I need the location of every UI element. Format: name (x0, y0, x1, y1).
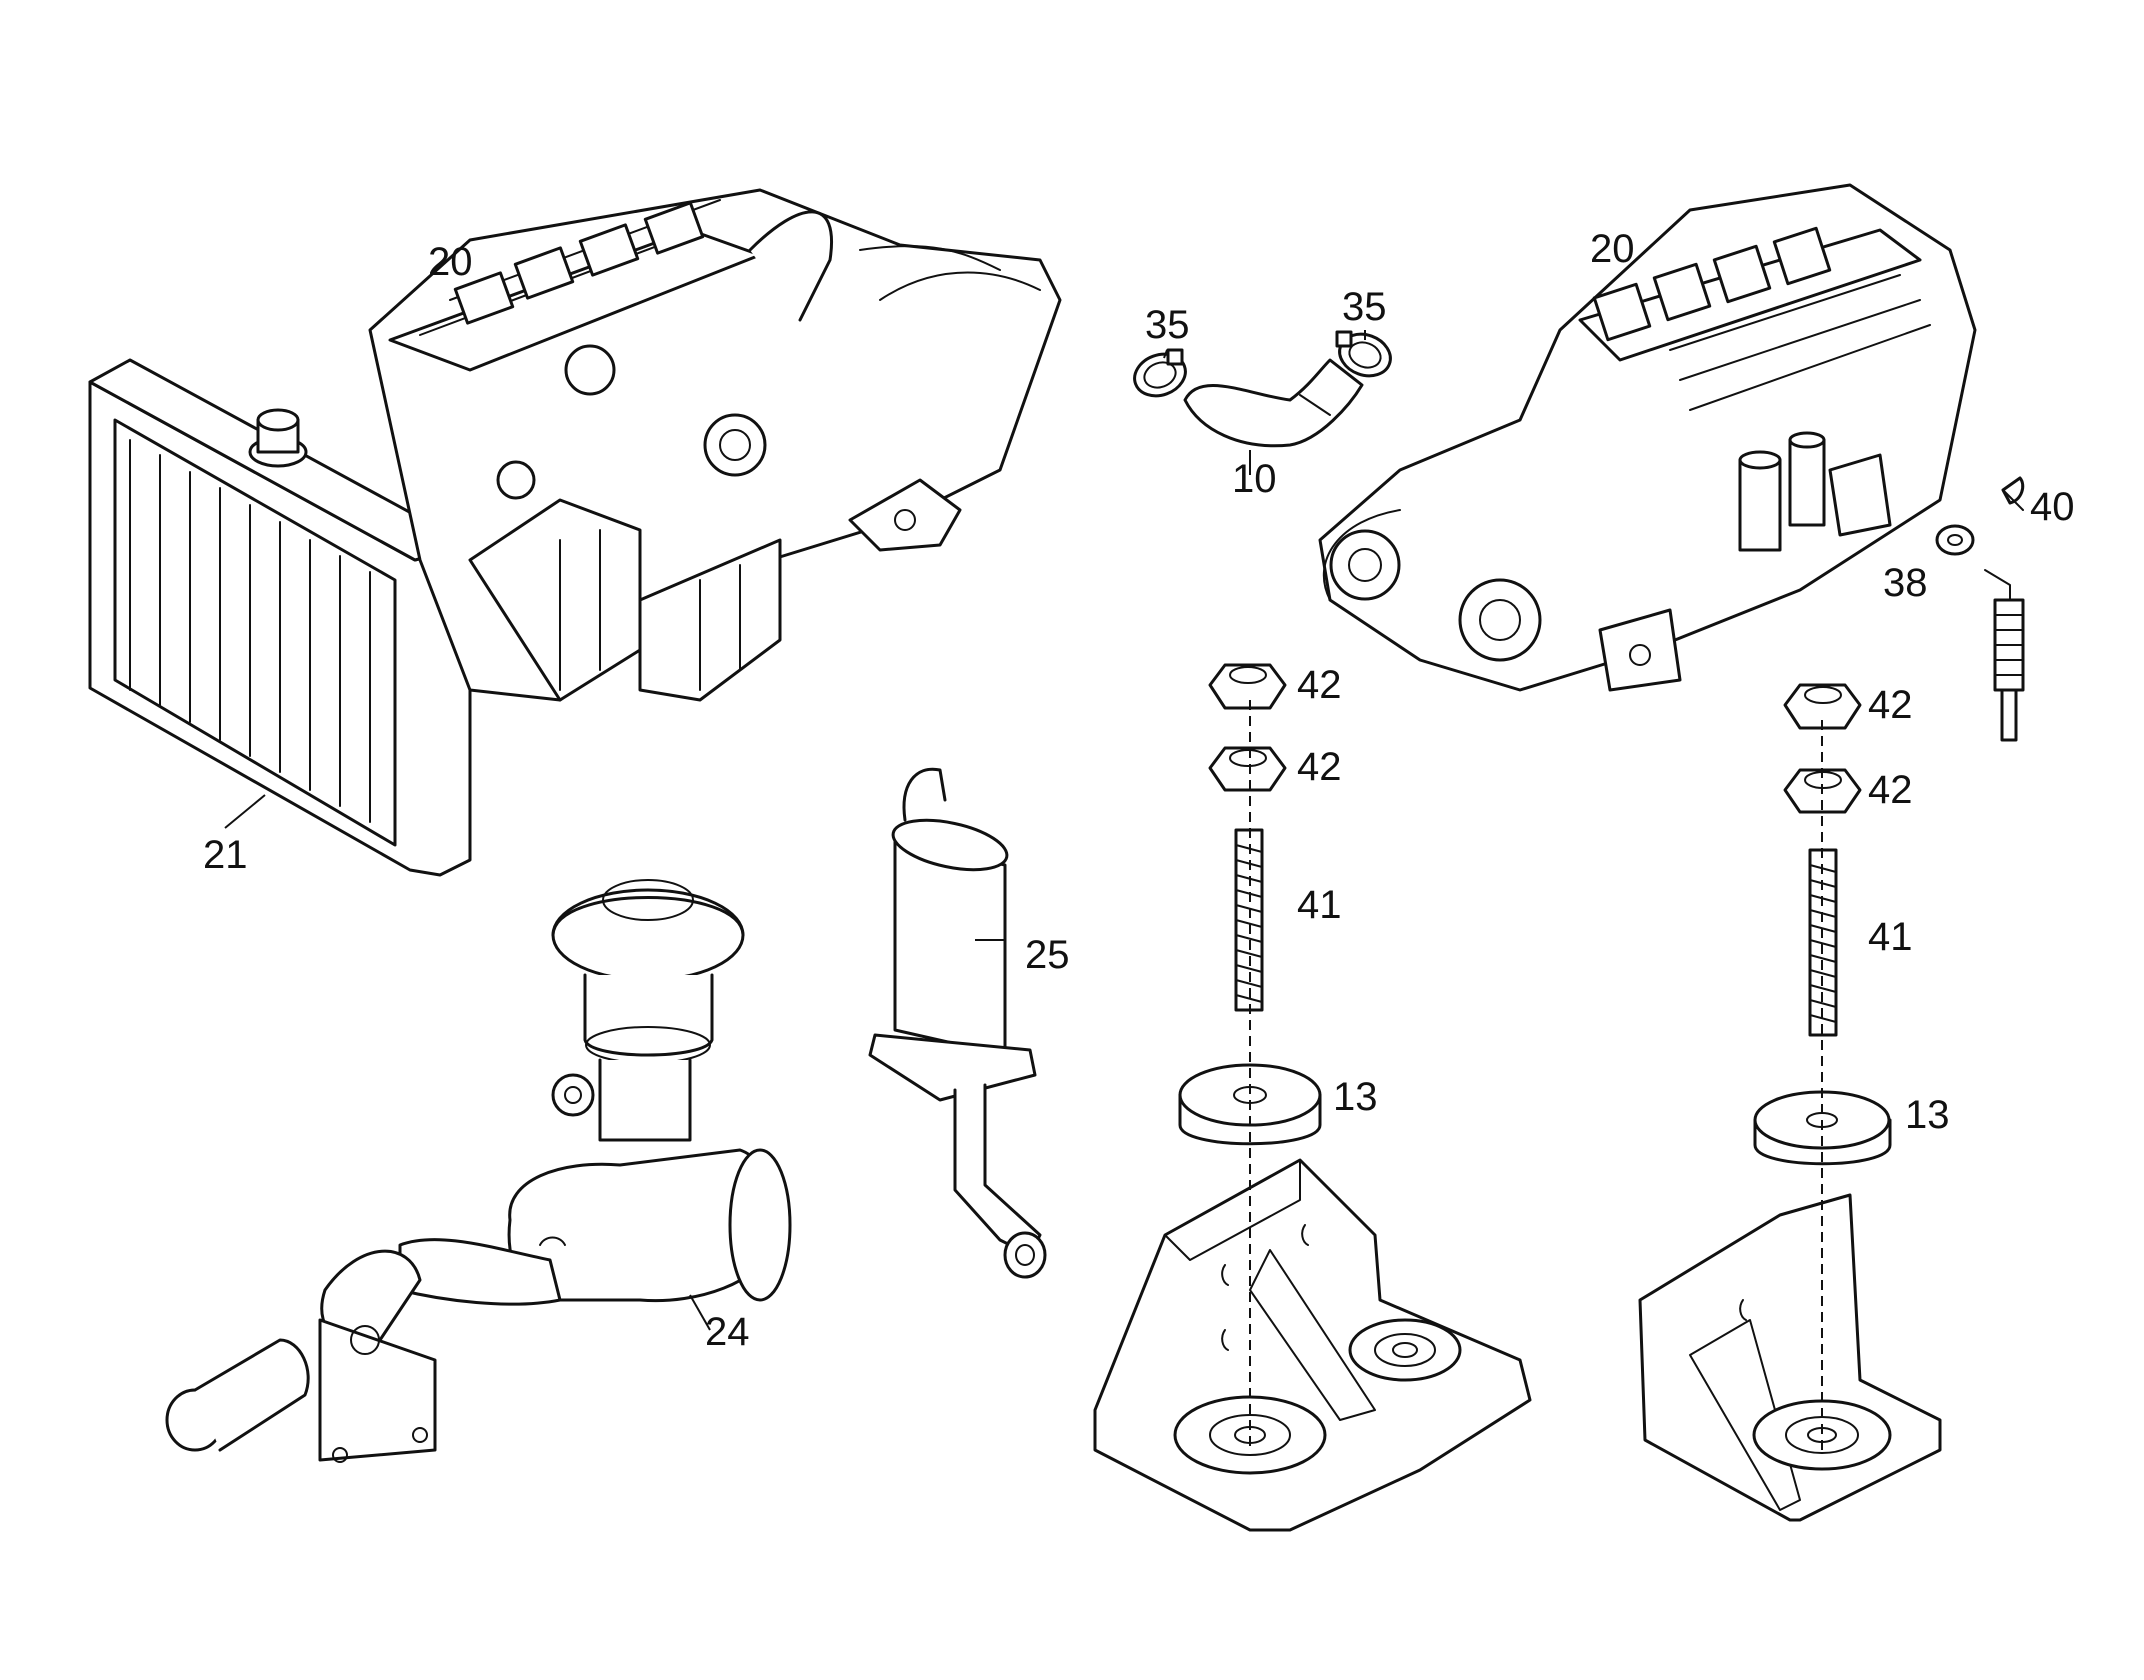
muffler (868, 767, 1047, 1279)
engine-right (1318, 183, 1977, 692)
small-washer (1935, 524, 1975, 556)
leader-lines (224, 330, 1366, 1331)
callout-clamp-left: 35 (1145, 303, 1190, 347)
hose-clamp-right (1335, 330, 1392, 378)
engine-left (368, 188, 1062, 702)
mount-a-nut-lower (1208, 746, 1287, 792)
callout-small-washer: 38 (1883, 561, 1928, 605)
callout-mount-a-nut-lower: 42 (1297, 745, 1342, 789)
callout-engine-right: 20 (1590, 227, 1635, 271)
mount-b-nut-upper (1783, 683, 1862, 730)
callout-split-pin: 40 (2030, 485, 2075, 529)
callout-mount-a-pad: 13 (1333, 1075, 1378, 1119)
callout-engine-left: 20 (428, 240, 473, 284)
hose (1183, 358, 1364, 448)
mount-b-stud (1808, 848, 1838, 1037)
mount-a-nut-upper (1208, 663, 1287, 710)
callout-labels: 20 20 21 10 35 35 40 38 42 42 41 13 42 4… (203, 227, 2075, 1354)
callout-mount-a-stud: 41 (1297, 883, 1342, 927)
callout-mount-b-nut-upper: 42 (1868, 683, 1913, 727)
mount-b-bracket (1638, 1193, 1942, 1522)
callout-mount-a-nut-upper: 42 (1297, 663, 1342, 707)
callout-clamp-right: 35 (1342, 285, 1387, 329)
mount-a-stud (1234, 828, 1264, 1012)
callout-air-filter: 24 (705, 1310, 750, 1354)
mount-a-bracket (1093, 1158, 1532, 1532)
radiator (88, 358, 472, 877)
split-pin (2001, 476, 2025, 511)
callout-muffler: 25 (1025, 933, 1070, 977)
hose-clamp-left (1133, 348, 1187, 398)
spring-rod (1984, 569, 2025, 742)
callout-mount-b-stud: 41 (1868, 915, 1913, 959)
callout-mount-b-pad: 13 (1905, 1093, 1950, 1137)
callout-mount-b-nut-lower: 42 (1868, 768, 1913, 812)
callout-radiator: 21 (203, 833, 248, 877)
air-filter (165, 879, 792, 1463)
callout-hose: 10 (1232, 457, 1277, 501)
